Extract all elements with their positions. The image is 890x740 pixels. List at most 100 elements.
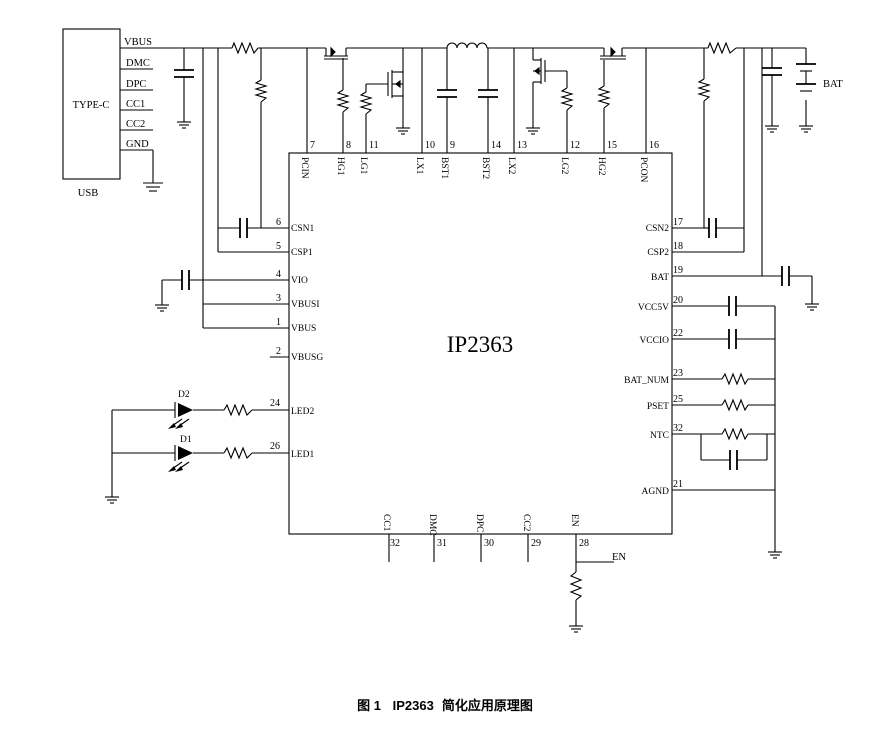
top-pin-num: 16 — [649, 140, 659, 151]
bottom-pin-name: EN — [569, 514, 579, 527]
left-pin-name: VBUSG — [291, 353, 323, 363]
left-pin-name: VBUS — [291, 324, 316, 334]
conn-pin-cc1: CC1 — [126, 99, 145, 110]
caption-fig: 图 1 — [357, 698, 381, 713]
left-pin-num: 26 — [270, 441, 280, 452]
led-d2-label: D2 — [178, 390, 190, 400]
top-pin-name: PCON — [638, 157, 648, 182]
figure-caption: 图 1 IP2363 简化应用原理图 — [0, 695, 890, 714]
led-d1 — [168, 445, 193, 472]
left-capacitors — [181, 218, 248, 290]
left-pin-labels: 6 CSN1 5 CSP1 4 VIO 3 VBUSI 1 VBUS 2 VBU… — [270, 217, 323, 460]
bottom-pin-num: 31 — [437, 538, 447, 549]
right-pin-num: 18 — [673, 241, 683, 252]
left-pin-num: 4 — [276, 269, 281, 280]
right-wires — [672, 227, 819, 559]
led-d1-label: D1 — [180, 435, 192, 445]
ic-name: IP2363 — [447, 332, 513, 357]
left-pin-num: 6 — [276, 217, 281, 228]
right-resistors — [721, 372, 749, 441]
top-pin-num: 8 — [346, 140, 351, 151]
right-pin-name: CSN2 — [646, 224, 669, 234]
right-pin-num: 32 — [673, 423, 683, 434]
right-pin-name: AGND — [642, 487, 670, 497]
left-pin-name: CSN1 — [291, 224, 314, 234]
mosfet-lg2 — [533, 58, 546, 84]
right-pin-name: PSET — [647, 402, 669, 412]
right-pin-num: 19 — [673, 265, 683, 276]
left-pin-name: LED2 — [291, 407, 314, 417]
top-pin-name: BST1 — [439, 157, 449, 179]
bottom-wires — [388, 534, 614, 633]
left-pin-num: 3 — [276, 293, 281, 304]
caption-chip: IP2363 — [392, 698, 434, 713]
bottom-pin-num: 32 — [390, 538, 400, 549]
led-resistors — [223, 403, 253, 460]
bottom-pin-num: 30 — [484, 538, 494, 549]
left-pin-name: LED1 — [291, 450, 314, 460]
left-pin-name: CSP1 — [291, 248, 313, 258]
bottom-pin-num: 28 — [579, 538, 589, 549]
top-bus-wires — [158, 47, 813, 328]
top-pin-name: LG1 — [358, 157, 368, 175]
left-pin-num: 5 — [276, 241, 281, 252]
top-pin-name: LX2 — [506, 157, 516, 175]
conn-pin-vbus: VBUS — [124, 37, 152, 48]
right-pin-name: BAT_NUM — [624, 376, 669, 386]
bottom-pin-name: CC1 — [381, 514, 391, 532]
conn-pin-cc2: CC2 — [126, 119, 145, 130]
battery-label: BAT — [823, 79, 843, 90]
top-pin-name: HG2 — [596, 157, 606, 176]
top-pin-name: BST2 — [480, 157, 490, 179]
mosfet-hg1 — [324, 46, 348, 60]
top-pin-num: 12 — [570, 140, 580, 151]
right-pin-num: 20 — [673, 295, 683, 306]
right-pin-name: CSP2 — [647, 248, 669, 258]
mosfet-hg2 — [600, 46, 626, 60]
top-pin-num: 14 — [491, 140, 501, 151]
right-capacitors — [708, 218, 790, 470]
right-pin-labels: 17 CSN2 18 CSP2 19 BAT 20 VCC5V 22 VCCIO… — [624, 217, 683, 497]
conn-pin-dpc: DPC — [126, 79, 146, 90]
top-pin-num: 7 — [310, 140, 315, 151]
top-pin-num: 11 — [369, 140, 379, 151]
left-pin-num: 24 — [270, 398, 280, 409]
caption-text: 简化应用原理图 — [441, 698, 533, 713]
right-pin-name: VCC5V — [638, 303, 669, 313]
conn-pin-dmc: DMC — [126, 58, 150, 69]
left-pin-name: VIO — [291, 276, 308, 286]
left-pin-name: VBUSI — [291, 300, 320, 310]
bottom-pin-name: CC2 — [521, 514, 531, 532]
top-pin-name: LG2 — [559, 157, 569, 175]
bottom-pin-labels: 32 CC1 31 DMC 30 DPC 29 CC2 28 EN — [381, 514, 589, 549]
right-pin-name: BAT — [651, 273, 669, 283]
connector-pin-lines — [120, 47, 163, 192]
led-d2 — [168, 402, 193, 429]
top-pin-labels: 7 PCIN 8 HG1 11 LG1 10 LX1 9 BST1 14 BST… — [299, 140, 659, 182]
top-pin-name: LX1 — [414, 157, 424, 175]
en-label: EN — [612, 552, 626, 563]
right-pin-num: 23 — [673, 368, 683, 379]
left-pin-num: 1 — [276, 317, 281, 328]
mosfet-lg1 — [387, 70, 403, 98]
top-pin-num: 10 — [425, 140, 435, 151]
top-pin-name: PCIN — [299, 157, 309, 179]
inductor — [446, 42, 488, 49]
right-pin-name: VCCIO — [639, 336, 669, 346]
bottom-pin-num: 29 — [531, 538, 541, 549]
conn-pin-gnd: GND — [126, 139, 149, 150]
bottom-pin-name: DPC — [474, 514, 484, 532]
right-pin-num: 17 — [673, 217, 683, 228]
right-pin-num: 25 — [673, 394, 683, 405]
top-pin-num: 9 — [450, 140, 455, 151]
battery-symbol — [796, 63, 816, 92]
right-pin-name: NTC — [650, 431, 669, 441]
top-pin-num: 13 — [517, 140, 527, 151]
left-pin-num: 2 — [276, 346, 281, 357]
top-capacitors — [174, 67, 782, 98]
connector-label: USB — [78, 188, 98, 199]
connector-name: TYPE-C — [73, 100, 110, 111]
bottom-pin-name: DMC — [427, 514, 437, 536]
top-pin-name: HG1 — [335, 157, 345, 176]
usb-connector-box — [62, 28, 121, 180]
